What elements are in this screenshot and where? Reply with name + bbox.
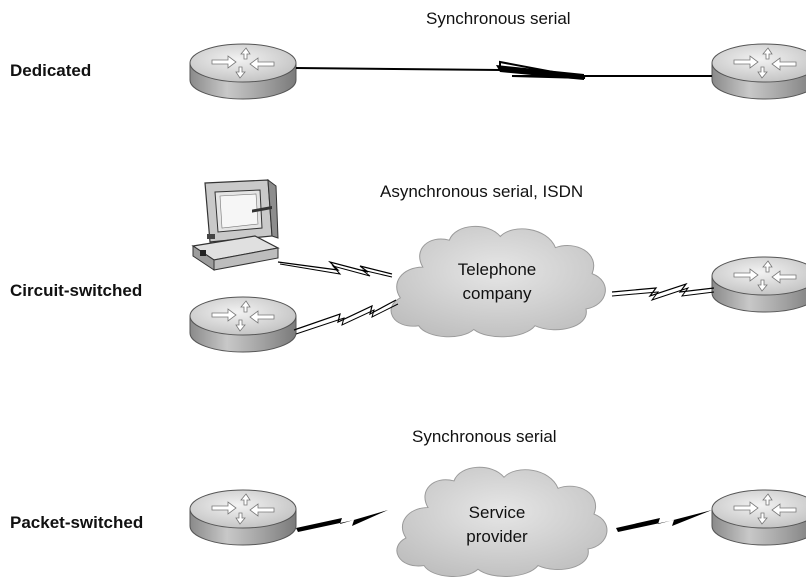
- caption-dedicated: Synchronous serial: [426, 9, 571, 28]
- router-icon: [711, 489, 806, 546]
- router-icon: [189, 296, 297, 353]
- serial-link-bolt: [496, 65, 584, 80]
- cloud-label-line2: company: [463, 284, 532, 303]
- router-icon: [711, 256, 806, 313]
- serial-link: [296, 510, 388, 532]
- row-label-packet: Packet-switched: [10, 513, 143, 532]
- cloud-label-line1: Service: [469, 503, 526, 522]
- cloud-label-line2: provider: [466, 527, 528, 546]
- cloud-label-line1: Telephone: [458, 260, 536, 279]
- serial-link: [611, 287, 715, 301]
- row-label-circuit: Circuit-switched: [10, 281, 142, 300]
- router-icon: [189, 43, 297, 100]
- router-icon: [711, 43, 806, 100]
- serial-link: [279, 263, 393, 278]
- caption-packet: Synchronous serial: [412, 427, 557, 446]
- serial-link: [293, 299, 397, 331]
- caption-circuit: Asynchronous serial, ISDN: [380, 182, 583, 201]
- router-icon: [189, 489, 297, 546]
- computer-icon: [191, 178, 280, 271]
- row-label-dedicated: Dedicated: [10, 61, 91, 80]
- cloud-icon: [390, 225, 606, 338]
- serial-link: [277, 260, 393, 275]
- serial-link: [616, 510, 712, 532]
- serial-link: [295, 303, 399, 335]
